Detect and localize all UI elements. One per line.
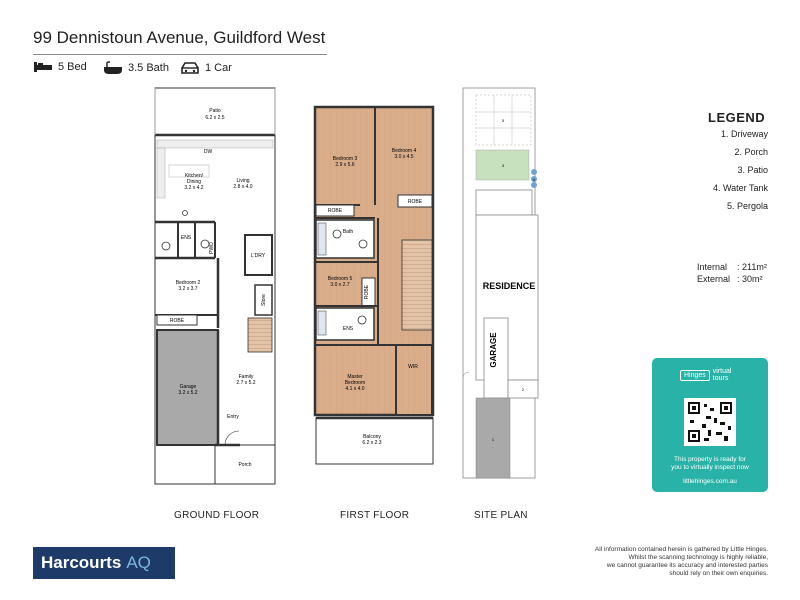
qr-code[interactable]: [684, 398, 736, 446]
disclaimer: All information contained herein is gath…: [538, 546, 768, 578]
ground-robe-label: ROBE: [170, 318, 185, 324]
legend-item-pergola: 5. Pergola: [726, 201, 768, 211]
wir-label: WIR: [408, 364, 418, 370]
site-marker-patio: 3: [502, 163, 505, 168]
internal-area-label: Internal: [697, 262, 728, 272]
legend-item-patio: 3. Patio: [737, 165, 768, 175]
legend-item-water-tank: 4. Water Tank: [712, 183, 768, 193]
disclaimer-line4: should rely on their own enquiries.: [669, 570, 768, 577]
bath-count: 3.5 Bath: [128, 62, 169, 74]
virtual-tour-logo: Hinges virtual tours: [680, 368, 731, 382]
first-ens-label: ENS: [343, 326, 354, 332]
patio-label: Patio: [209, 108, 221, 114]
car-icon: [181, 62, 199, 74]
kitchen-dim: 3.2 x 4.2: [184, 185, 203, 191]
master-label-2: Bedroom: [345, 380, 365, 386]
living-label: Living: [236, 178, 249, 184]
bedroom4-label: Bedroom 4: [392, 148, 417, 154]
virtual-tour-line2: you to virtually inspect now: [671, 464, 749, 471]
agency-name: Harcourts: [41, 553, 122, 572]
external-area-label: External: [697, 274, 731, 284]
legend-item-porch: 2. Porch: [734, 147, 768, 157]
site-garage-label: GARAGE: [489, 332, 498, 368]
store-label: Store: [261, 294, 267, 306]
bedroom5-dim: 3.0 x 2.7: [330, 282, 349, 288]
kitchen-label-1: Kitchen/: [185, 173, 204, 179]
external-area-value: : 30m²: [737, 274, 763, 284]
site-plan: RESIDENCE GARAGE 5 3 4 2 1: [462, 87, 539, 479]
virtual-tour-line1: This property is ready for: [674, 456, 746, 463]
bedroom5-label: Bedroom 5: [328, 276, 353, 282]
first-floor-caption: FIRST FLOOR: [340, 510, 410, 521]
bedroom2-dim: 3.2 x 3.7: [178, 286, 197, 292]
bedroom2-label: Bedroom 2: [176, 280, 201, 286]
robe5-label: ROBE: [364, 284, 370, 299]
living-dim: 2.8 x 4.0: [233, 184, 252, 190]
car-feature: 1 Car: [180, 61, 232, 75]
disclaimer-line1: All information contained herein is gath…: [594, 546, 768, 553]
entry-label: Entry: [227, 414, 239, 420]
ground-floor-plan: Patio 6.2 x 2.5 DW Kitchen/ Dining 3.2 x…: [154, 87, 276, 485]
garage-label: Garage: [180, 384, 197, 390]
listing-title: 99 Dennistoun Avenue, Guildford West: [33, 28, 326, 47]
bed-icon: [34, 62, 52, 72]
laundry-label: L'DRY: [251, 253, 266, 259]
hinges-brand: Hinges: [680, 369, 710, 381]
site-marker-pergola: 5: [502, 118, 505, 123]
ground-ens-label: ENS: [181, 235, 192, 241]
bedroom3-dim: 2.9 x 5.6: [335, 162, 354, 168]
pwd-label: PWD: [209, 242, 215, 254]
site-marker-porch: 2: [522, 387, 525, 392]
residence-label: RESIDENCE: [483, 281, 536, 291]
kitchen-label-2: Dining: [187, 179, 201, 185]
site-marker-driveway: 1: [492, 437, 495, 442]
bedroom4-dim: 3.0 x 4.5: [394, 154, 413, 160]
bedroom3-label: Bedroom 3: [333, 156, 358, 162]
bath-feature: 3.5 Bath: [103, 61, 169, 75]
bed-feature: 5 Bed: [33, 61, 87, 73]
family-label: Family: [239, 374, 254, 380]
tours-brand: tours: [712, 375, 729, 382]
disclaimer-line3: we cannot guarantee its accuracy and int…: [606, 562, 768, 569]
bath-label: Bath: [343, 229, 354, 235]
virtual-tour-card[interactable]: Hinges virtual tours This property is re…: [652, 358, 768, 492]
internal-area-value: : 211m²: [737, 262, 767, 272]
master-label-1: Master: [347, 374, 363, 380]
site-plan-caption: SITE PLAN: [474, 510, 528, 521]
agency-suffix: AQ: [126, 553, 151, 572]
master-dim: 4.1 x 4.0: [345, 386, 364, 392]
bath-icon: [104, 61, 122, 74]
virtual-tour-url[interactable]: littlehinges.com.au: [683, 478, 737, 485]
dishwasher-label: DW: [204, 149, 213, 155]
title-divider: [33, 54, 327, 55]
bed-count: 5 Bed: [58, 61, 87, 73]
porch-label: Porch: [238, 462, 251, 468]
balcony-label: Balcony: [363, 434, 381, 440]
qr-code-icon: [688, 402, 732, 442]
ground-floor-caption: GROUND FLOOR: [174, 510, 260, 521]
car-count: 1 Car: [205, 62, 232, 74]
patio-dim: 6.2 x 2.5: [205, 115, 224, 121]
legend-item-driveway: 1. Driveway: [720, 129, 768, 139]
garage-dim: 3.2 x 5.2: [178, 390, 197, 396]
virtual-tour-text: This property is ready for you to virtua…: [652, 456, 768, 472]
first-floor-plan: Bedroom 3 2.9 x 5.6 Bedroom 4 3.0 x 4.5 …: [313, 105, 435, 465]
virtual-brand: virtual: [712, 368, 732, 375]
disclaimer-line2: Whilst the scanning technology is highly…: [628, 554, 768, 561]
balcony-dim: 6.2 x 2.3: [362, 440, 381, 446]
agency-logo: Harcourts AQ: [33, 547, 175, 579]
site-marker-water-tank: 4: [533, 177, 536, 182]
legend-title: LEGEND: [708, 110, 766, 125]
robe3-label: ROBE: [328, 208, 343, 214]
family-dim: 2.7 x 5.2: [236, 380, 255, 386]
robe4-label: ROBE: [408, 199, 423, 205]
